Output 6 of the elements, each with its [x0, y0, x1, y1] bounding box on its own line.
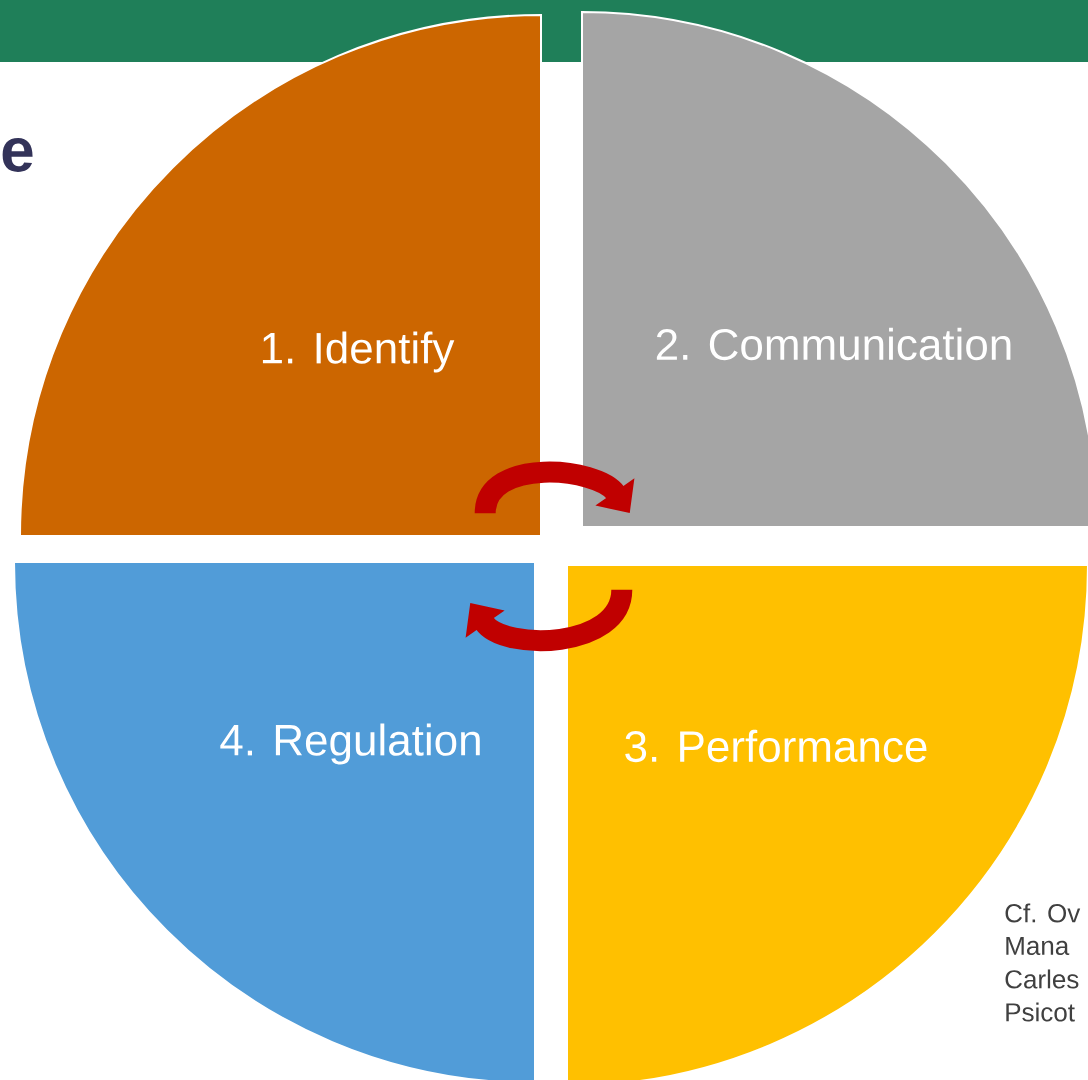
quadrant-sector: 2. Communication: [581, 11, 1088, 528]
citation-line: Psicot: [1006, 1002, 1075, 1022]
citation-line: Mana: [1006, 936, 1070, 956]
quadrant-sector: 4. Regulation: [13, 561, 536, 1080]
citation-line: Carles: [1005, 969, 1079, 989]
citation-line: Cf. Ov: [1005, 903, 1081, 923]
